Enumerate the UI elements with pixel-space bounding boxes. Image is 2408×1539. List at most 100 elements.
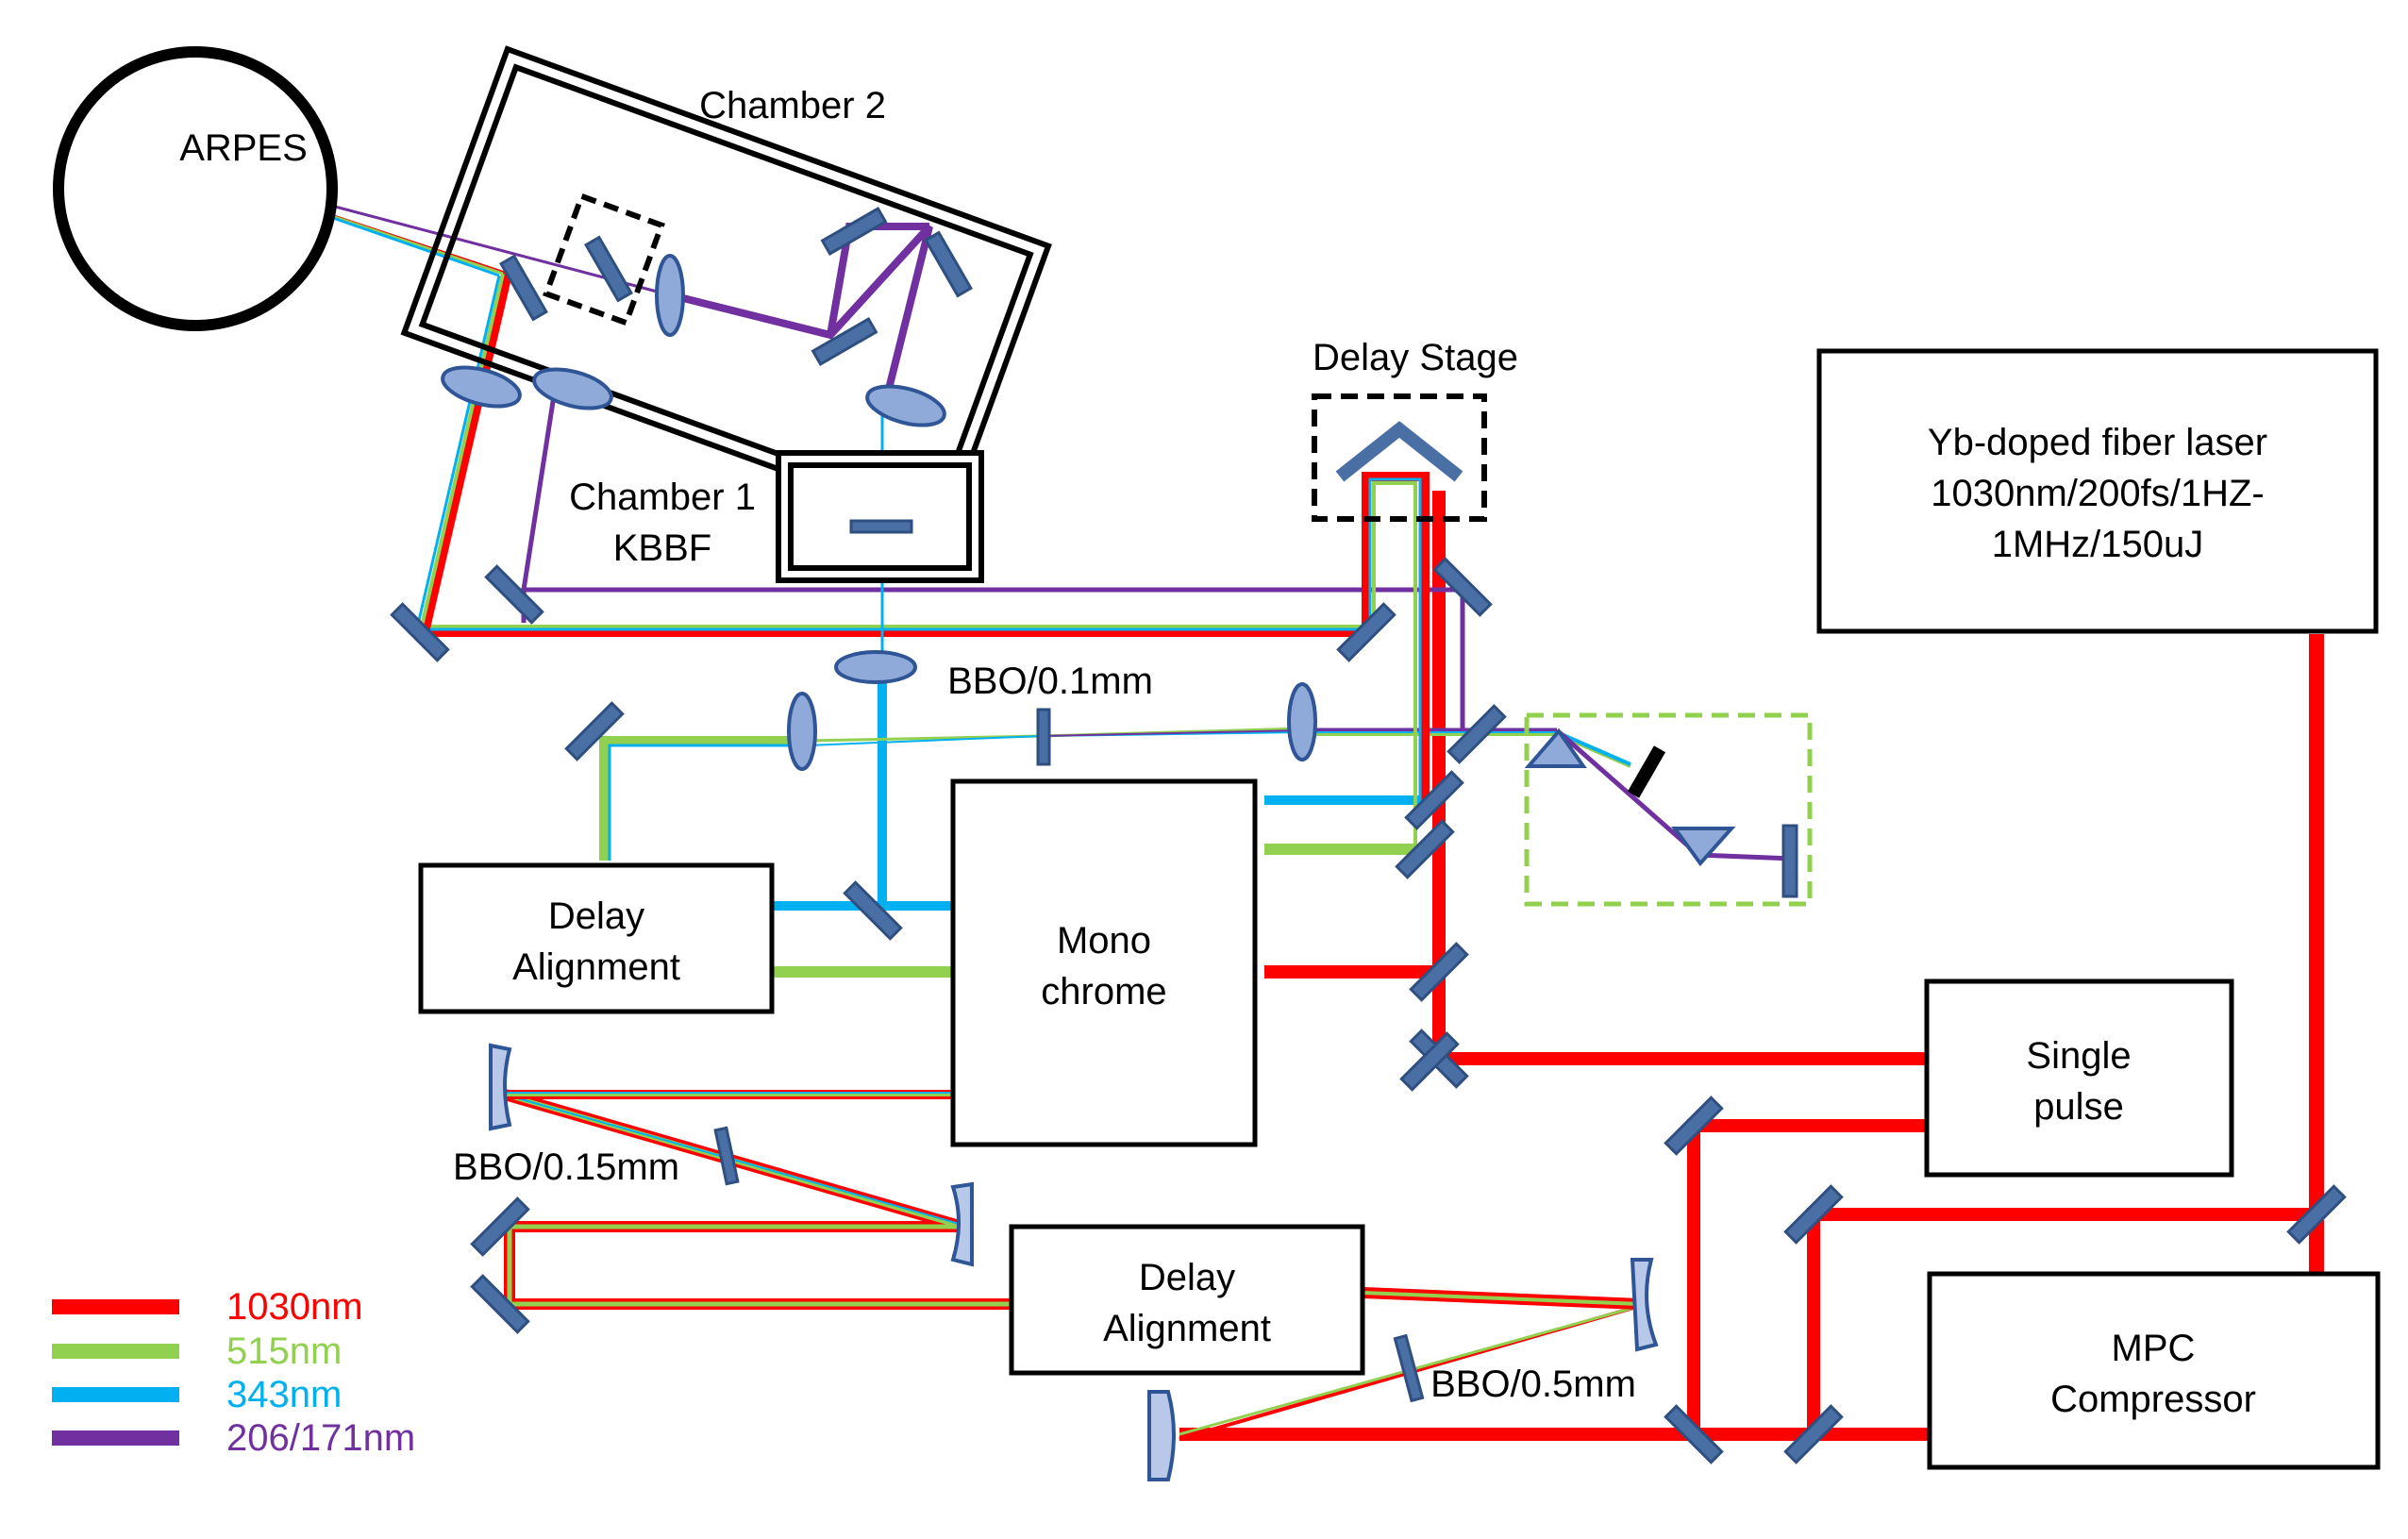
beam-206-chamber2 xyxy=(660,224,933,416)
mono-label-1: Mono xyxy=(1057,920,1151,962)
bbo-015mm-label: BBO/0.15mm xyxy=(453,1146,679,1188)
legend-label-343: 343nm xyxy=(226,1374,342,1415)
mirror-left-bottom xyxy=(390,602,450,662)
kbbf-crystal xyxy=(849,519,913,534)
mpc-label-2: Compressor xyxy=(2050,1379,2256,1420)
delay-alignment-1-box xyxy=(418,862,775,1014)
beam-red-delay-stage xyxy=(425,472,1430,800)
prism-pair-box xyxy=(1524,712,1813,907)
mirror-prism-in xyxy=(1446,704,1507,764)
mirror-206-top xyxy=(1432,557,1493,617)
beam-blue-up-left xyxy=(415,275,501,629)
chamber-1-label: Chamber 1 xyxy=(569,477,756,518)
optics xyxy=(390,207,2347,1481)
prism-1 xyxy=(1524,728,1587,768)
delay-alignment-1-label-2: Alignment xyxy=(512,946,680,988)
mono-label-2: chrome xyxy=(1041,971,1166,1012)
single-pulse-label-2: pulse xyxy=(2033,1086,2124,1128)
chamber-2-label: Chamber 2 xyxy=(699,85,886,126)
beam-block xyxy=(1627,745,1666,798)
mirror-mpc-out xyxy=(1783,1404,1844,1464)
legend-label-515: 515nm xyxy=(226,1330,342,1372)
mirror-delay-right xyxy=(1336,602,1396,662)
beam-to-bbo01-p xyxy=(1042,729,1303,737)
mpc-label-1: MPC xyxy=(2112,1328,2196,1369)
bbo-05mm-crystal xyxy=(1393,1333,1425,1403)
beam-blue-delay-stage xyxy=(425,477,1422,800)
laser-label-3: 1MHz/150uJ xyxy=(1992,524,2204,565)
bbo-01mm-label: BBO/0.1mm xyxy=(947,661,1153,702)
single-pulse-label-1: Single xyxy=(2026,1035,2131,1077)
mirror-515-right xyxy=(1395,819,1455,879)
chamber-1-outer xyxy=(776,450,984,583)
delay-alignment-2-box xyxy=(1009,1224,1365,1376)
prism-2 xyxy=(1671,827,1736,867)
mirror-zigzag-left-top xyxy=(470,1196,530,1257)
legend-label-1030: 1030nm xyxy=(226,1286,363,1328)
beam-1030-to-single xyxy=(1687,1119,1932,1441)
delay-alignment-1-label-1: Delay xyxy=(548,895,644,937)
laser-label-2: 1030nm/200fs/1HZ- xyxy=(1931,473,2265,514)
mirror-laser-out xyxy=(2286,1184,2347,1245)
curved-mirror-bbo015-left xyxy=(489,1043,512,1131)
laser-box xyxy=(1816,348,2379,634)
mpc-compressor-box xyxy=(1927,1271,2381,1470)
lens-upper-left xyxy=(787,692,817,771)
mirror-zigzag-left-bottom xyxy=(470,1274,530,1334)
lens-left-1 xyxy=(441,365,522,409)
beam-green-delay-stage xyxy=(425,481,1417,849)
beam-delay1-up-b xyxy=(608,744,807,861)
legend-label-206: 206/171nm xyxy=(226,1417,415,1459)
single-pulse-box xyxy=(1924,979,2234,1178)
beam-1030-mpc-loop xyxy=(1807,1208,2316,1441)
mirror-delay1-top xyxy=(564,701,625,761)
components: ARPES Chamber 2 Chamber 1 KBBF Delay Sta… xyxy=(53,45,2381,1470)
mirror-206-left xyxy=(484,564,544,625)
mirror-chamber-top2 xyxy=(924,230,973,298)
curved-mirror-bbo015-right xyxy=(950,1181,974,1267)
lens-chamber-bottom xyxy=(865,384,946,427)
lens-343-vertical xyxy=(834,650,917,684)
kbbf-label: KBBF xyxy=(613,527,711,569)
mirror-single-in-top xyxy=(1664,1096,1724,1156)
beam-delay1-up xyxy=(599,736,807,861)
mirror-chamber-mid xyxy=(811,317,878,366)
arpes-chamber xyxy=(53,46,338,331)
arpes-label: ARPES xyxy=(179,127,308,169)
delay-stage-label: Delay Stage xyxy=(1313,337,1518,378)
delay-stage-box xyxy=(1312,393,1487,522)
mirror-prism-end xyxy=(1781,824,1798,898)
beam-prism-b xyxy=(1556,730,1631,766)
monochrome-box xyxy=(950,778,1258,1147)
bbo-01mm-crystal xyxy=(1036,708,1051,766)
mirror-chamber-left xyxy=(499,254,548,322)
laser-label-1: Yb-doped fiber laser xyxy=(1928,422,2267,463)
bbo-05mm-label: BBO/0.5mm xyxy=(1430,1363,1636,1405)
mirror-chamber-inner xyxy=(584,235,633,303)
bbo-015mm-crystal xyxy=(713,1126,740,1186)
lens-chamber-1 xyxy=(655,254,685,337)
curved-mirror-bbo05-left xyxy=(1147,1390,1176,1481)
lens-upper-right xyxy=(1287,682,1317,761)
delay-alignment-2-label-2: Alignment xyxy=(1103,1308,1271,1349)
beam-mixed-to-delay2-g xyxy=(1363,1291,1641,1306)
mirror-single-in-bottom xyxy=(1664,1404,1724,1464)
curved-mirror-bbo05-right xyxy=(1630,1258,1659,1352)
mirror-mono-in xyxy=(1409,942,1469,1002)
chamber-2 xyxy=(400,45,1052,534)
mirror-343-mono-left xyxy=(843,880,903,941)
beam-206-up-chamber xyxy=(521,376,560,591)
lens-left-2 xyxy=(532,367,613,410)
mirror-343-right xyxy=(1404,770,1464,830)
beam-mixed-zigzag xyxy=(503,1089,1014,1310)
beam-green-up-left xyxy=(419,273,505,631)
mirror-single-to-mono xyxy=(1399,1031,1460,1092)
mirror-mpc-in xyxy=(1783,1184,1844,1245)
chamber-1-inner xyxy=(788,462,972,571)
legend: 1030nm 515nm 343nm 206/171nm xyxy=(52,1286,415,1459)
delay-alignment-2-label-1: Delay xyxy=(1139,1257,1235,1298)
mirror-chamber-top1 xyxy=(820,207,888,256)
beam-red-up-left xyxy=(420,272,512,634)
delay-stage-roof-mirror xyxy=(1335,421,1463,482)
